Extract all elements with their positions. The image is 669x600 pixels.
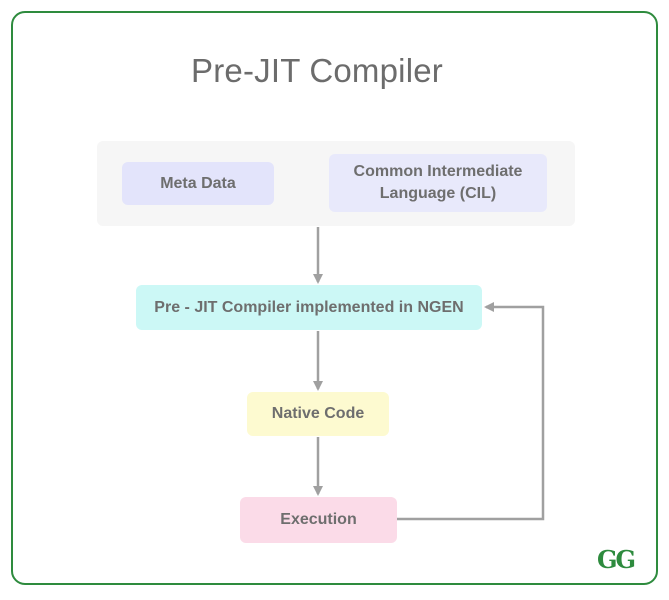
prejit-compiler-label: Pre - JIT Compiler implemented in NGEN [154,298,464,316]
prejit-compiler-node: Pre - JIT Compiler implemented in NGEN [136,285,482,330]
meta-data-label: Meta Data [160,174,236,192]
cil-node: Common Intermediate Language (CIL) [329,154,547,212]
native-code-label: Native Code [271,405,365,422]
execution-label: Execution [280,511,357,528]
native-code-node: Native Code [247,392,389,436]
execution-node: Execution [240,497,397,543]
arrow-execution-loop-back [397,302,545,521]
cil-label-line2: Language (CIL) [379,185,497,202]
gfg-logo: GG [597,545,636,574]
meta-data-node: Meta Data [122,162,274,205]
cil-label-line1: Common Intermediate [353,163,523,180]
diagram-title: Pre-JIT Compiler [191,52,443,89]
